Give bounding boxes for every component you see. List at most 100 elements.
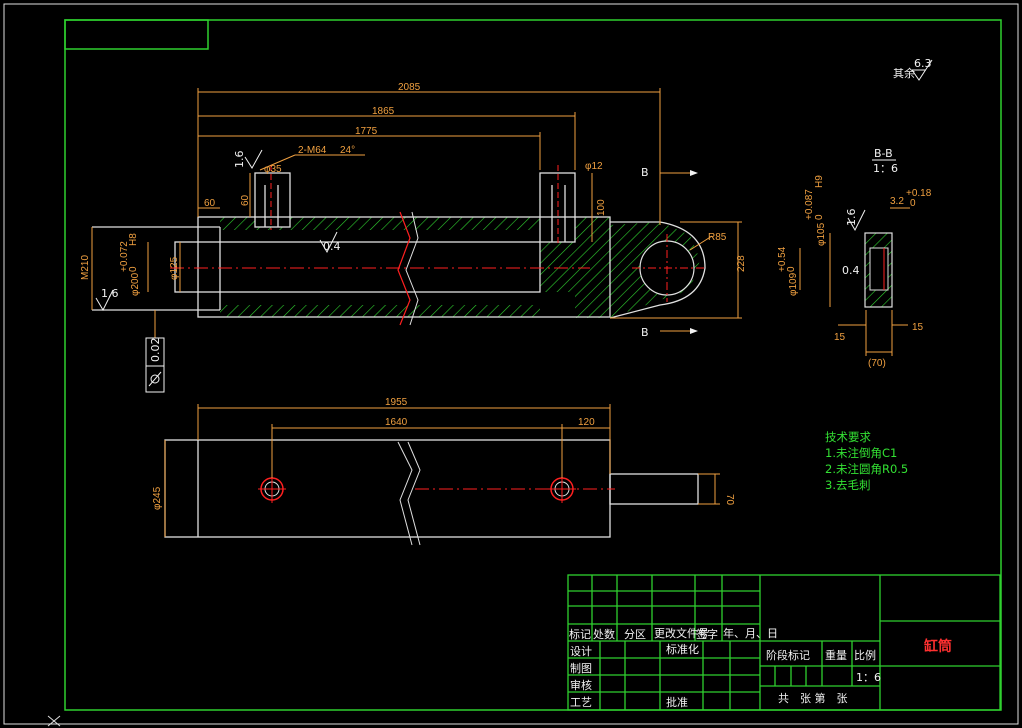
tech-req-item-2: 2.未注圆角R0.5 [825,462,908,476]
tech-requirements: 技术要求 1.未注倒角C1 2.未注圆角R0.5 3.去毛刺 [825,430,908,492]
roughness-symbol-3 [95,289,114,312]
tb-row-process: 工艺 [570,696,592,709]
roughness-value-4: 1.6 [845,209,858,227]
sec-dim-phi109-tol-lo: 0 [786,266,797,272]
roughness-default-value: 6.3 [914,57,932,70]
main-outer-body [197,216,611,318]
dim-2085: 2085 [398,82,421,93]
sheet-frame [64,19,1002,711]
dim-1775: 1775 [355,126,378,137]
dim-r85-leader [689,235,713,251]
bottom-view: 1955 1640 120 φ245 70 [152,397,735,546]
roughness-default-symbol [911,59,933,81]
tech-req-title: 技术要求 [825,430,871,444]
sec-dim-phi105-text: φ105 [816,222,827,246]
tech-req-item-3: 3.去毛刺 [825,478,870,492]
sec-dim-70-text: (70) [868,358,886,369]
tb-scale: 1：6 [856,671,881,684]
section-scale: 1：6 [873,162,898,175]
tb-row-check: 审核 [570,678,592,692]
section-marker-top: B [641,166,649,179]
dim-phi200-tol-up: +0.072 [119,241,130,272]
dim-phi35: φ35 [264,164,282,175]
tb-title: 缸筒 [924,638,952,655]
clevis-outline [609,221,706,319]
sec-dim-phi105-tol-lo: 0 [814,214,825,220]
roughness-value-1: 1.6 [233,151,246,169]
tab-outline [609,473,699,505]
gtol-value: 0.02 [149,338,162,363]
roughness-symbol-4 [847,209,866,232]
main-wall-top-hatch [220,217,700,318]
tb-stage-mark: 阶段标记 [766,648,810,662]
tech-req-item-1: 1.未注倒角C1 [825,446,897,460]
roughness-symbol-1 [244,149,263,169]
sheet-outer-border [3,3,1019,725]
port-boss-left [254,172,291,228]
sec-dim-32-tol-lo: 0 [910,198,916,209]
dim-phi245: φ245 [152,486,163,510]
tb-sheets: 共 张 第 张 [778,691,848,705]
main-bore [174,241,541,293]
dim-angle: 24° [340,145,355,156]
section-marker-bot: B [641,326,649,339]
tb-header-count: 处数 [593,628,615,641]
dim-phi12: φ12 [585,161,603,172]
title-block-text: 标记 处数 分区 更改文件号 签字 年、月、日 设计 制图 审核 工艺 标准化 … [569,626,952,709]
port-circle-right [548,475,576,503]
dim-phi125-text: φ125 [169,256,180,280]
tb-scale-label: 比例 [854,648,876,662]
tb-row-draw: 制图 [570,662,592,675]
tb-row-design: 设计 [570,645,592,658]
dim-1865: 1865 [372,106,395,117]
tb-header-date: 年、月、日 [723,626,778,640]
break-line [397,211,411,326]
tb-header-zone: 分区 [624,628,646,641]
dim-60-side: 60 [240,194,251,206]
dim-100-text: 100 [596,199,607,216]
section-bore [869,247,889,291]
sec-dim-15b-text: 15 [912,322,924,333]
title-block [567,574,1001,711]
gtol-frame [145,337,165,393]
bottom-break-2 [407,441,421,546]
dim-1955: 1955 [385,397,408,408]
sec-dim-phi109-tol-up: +0.54 [777,246,788,272]
roughness-value-3: 1.6 [101,287,119,300]
sec-dim-32-text: 3.2 [890,196,904,207]
section-arrow-bot [690,328,698,334]
port-circle-left [258,475,286,503]
tb-header-mark: 标记 [569,627,591,641]
sec-dim-phi105-fit: H9 [814,175,825,188]
corner-box [64,19,209,50]
dim-r85: R85 [708,232,727,243]
dim-1640: 1640 [385,417,408,428]
dim-phi200-text: φ200 [130,272,141,296]
roughness-value-5: 0.4 [842,264,860,277]
dim-m210-text: M210 [80,255,91,280]
crosshair-cursor-icon [47,715,61,727]
dim-120: 120 [578,417,595,428]
tb-weight: 重量 [825,648,847,662]
tb-standardization: 标准化 [666,642,699,656]
dim-thread: 2-M64 [298,145,327,156]
break-line-2 [405,211,419,326]
sec-dim-phi105-tol-up: +0.087 [804,189,815,220]
roughness-default-label: 其余 [893,66,915,80]
section-arrow-top [690,170,698,176]
dim-228-text: 228 [736,255,747,272]
dim-thread-leader [259,154,296,171]
roughness-value-2: 0.4 [323,240,341,253]
section-view: B-B 1：6 φ105 +0.087 0 H9 φ109 +0.54 0 3.… [777,147,932,369]
roughness-symbol-2 [319,231,338,254]
main-view: 2085 1865 1775 2-M64 24° φ35 φ12 60 60 1… [80,82,747,393]
section-title: B-B [874,147,893,160]
dim-phi200-fit: H8 [128,233,139,246]
dim-60-top: 60 [204,198,216,209]
sec-dim-15a-text: 15 [834,332,846,343]
bottom-break [397,441,413,546]
tb-approve: 批准 [666,695,688,709]
tb-header-sign: 签字 [696,627,718,641]
dim-70: 70 [724,494,735,506]
